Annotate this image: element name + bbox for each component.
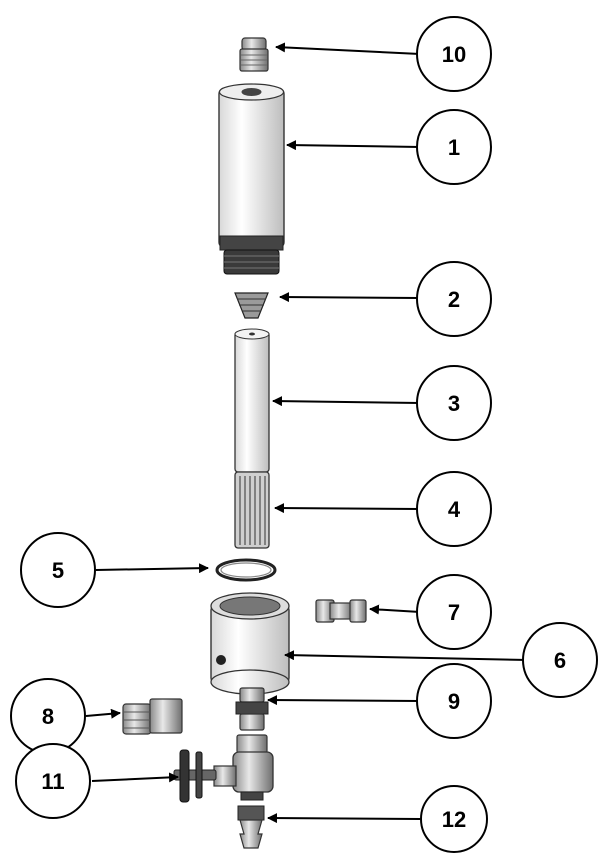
leader-2 xyxy=(279,292,421,303)
leader-3 xyxy=(272,396,421,407)
callout-9: 9 xyxy=(416,663,492,739)
leader-8 xyxy=(85,708,121,719)
callout-10-label: 10 xyxy=(442,42,466,67)
part-12-barb-fitting xyxy=(237,805,265,849)
part-8-coupling xyxy=(122,698,183,735)
callout-4-label: 4 xyxy=(448,497,461,522)
leader-9 xyxy=(267,695,421,706)
part-5-o-ring xyxy=(215,558,277,582)
callout-1-label: 1 xyxy=(448,135,460,160)
leader-5 xyxy=(95,563,209,574)
callout-1: 1 xyxy=(416,109,492,185)
part-11-valve xyxy=(173,734,274,803)
leader-11 xyxy=(91,772,179,783)
part-3-filter-tube xyxy=(234,328,270,473)
leader-12 xyxy=(267,813,421,824)
callout-8: 8 xyxy=(10,678,86,754)
leader-6 xyxy=(284,650,529,661)
callout-12: 12 xyxy=(420,785,488,853)
callout-11: 11 xyxy=(15,743,91,819)
callout-11-label: 11 xyxy=(41,769,64,794)
callout-6: 6 xyxy=(522,622,598,698)
callout-12-label: 12 xyxy=(442,807,466,832)
part-10-top-fitting xyxy=(239,37,269,72)
leader-1 xyxy=(286,140,421,151)
callout-3-label: 3 xyxy=(448,391,460,416)
callout-8-label: 8 xyxy=(42,704,54,729)
callout-2: 2 xyxy=(416,261,492,337)
part-1-housing xyxy=(218,83,285,275)
leader-7 xyxy=(369,604,421,615)
callout-6-label: 6 xyxy=(554,648,566,673)
part-9-hex-nipple xyxy=(235,687,269,731)
part-4-ribbed-section xyxy=(234,471,270,549)
part-6-base xyxy=(210,592,290,695)
callout-5: 5 xyxy=(20,532,96,608)
leader-10 xyxy=(275,42,421,55)
callout-10: 10 xyxy=(416,16,492,92)
callout-9-label: 9 xyxy=(448,689,460,714)
leader-lines xyxy=(85,42,529,824)
callout-4: 4 xyxy=(416,471,492,547)
part-7-nipple-fitting xyxy=(315,599,367,623)
callout-5-label: 5 xyxy=(52,558,64,583)
callout-7: 7 xyxy=(416,574,492,650)
callout-3: 3 xyxy=(416,365,492,441)
callout-7-label: 7 xyxy=(448,600,460,625)
callout-2-label: 2 xyxy=(448,287,460,312)
part-2-cone-spring xyxy=(234,292,269,319)
leader-4 xyxy=(274,503,421,514)
